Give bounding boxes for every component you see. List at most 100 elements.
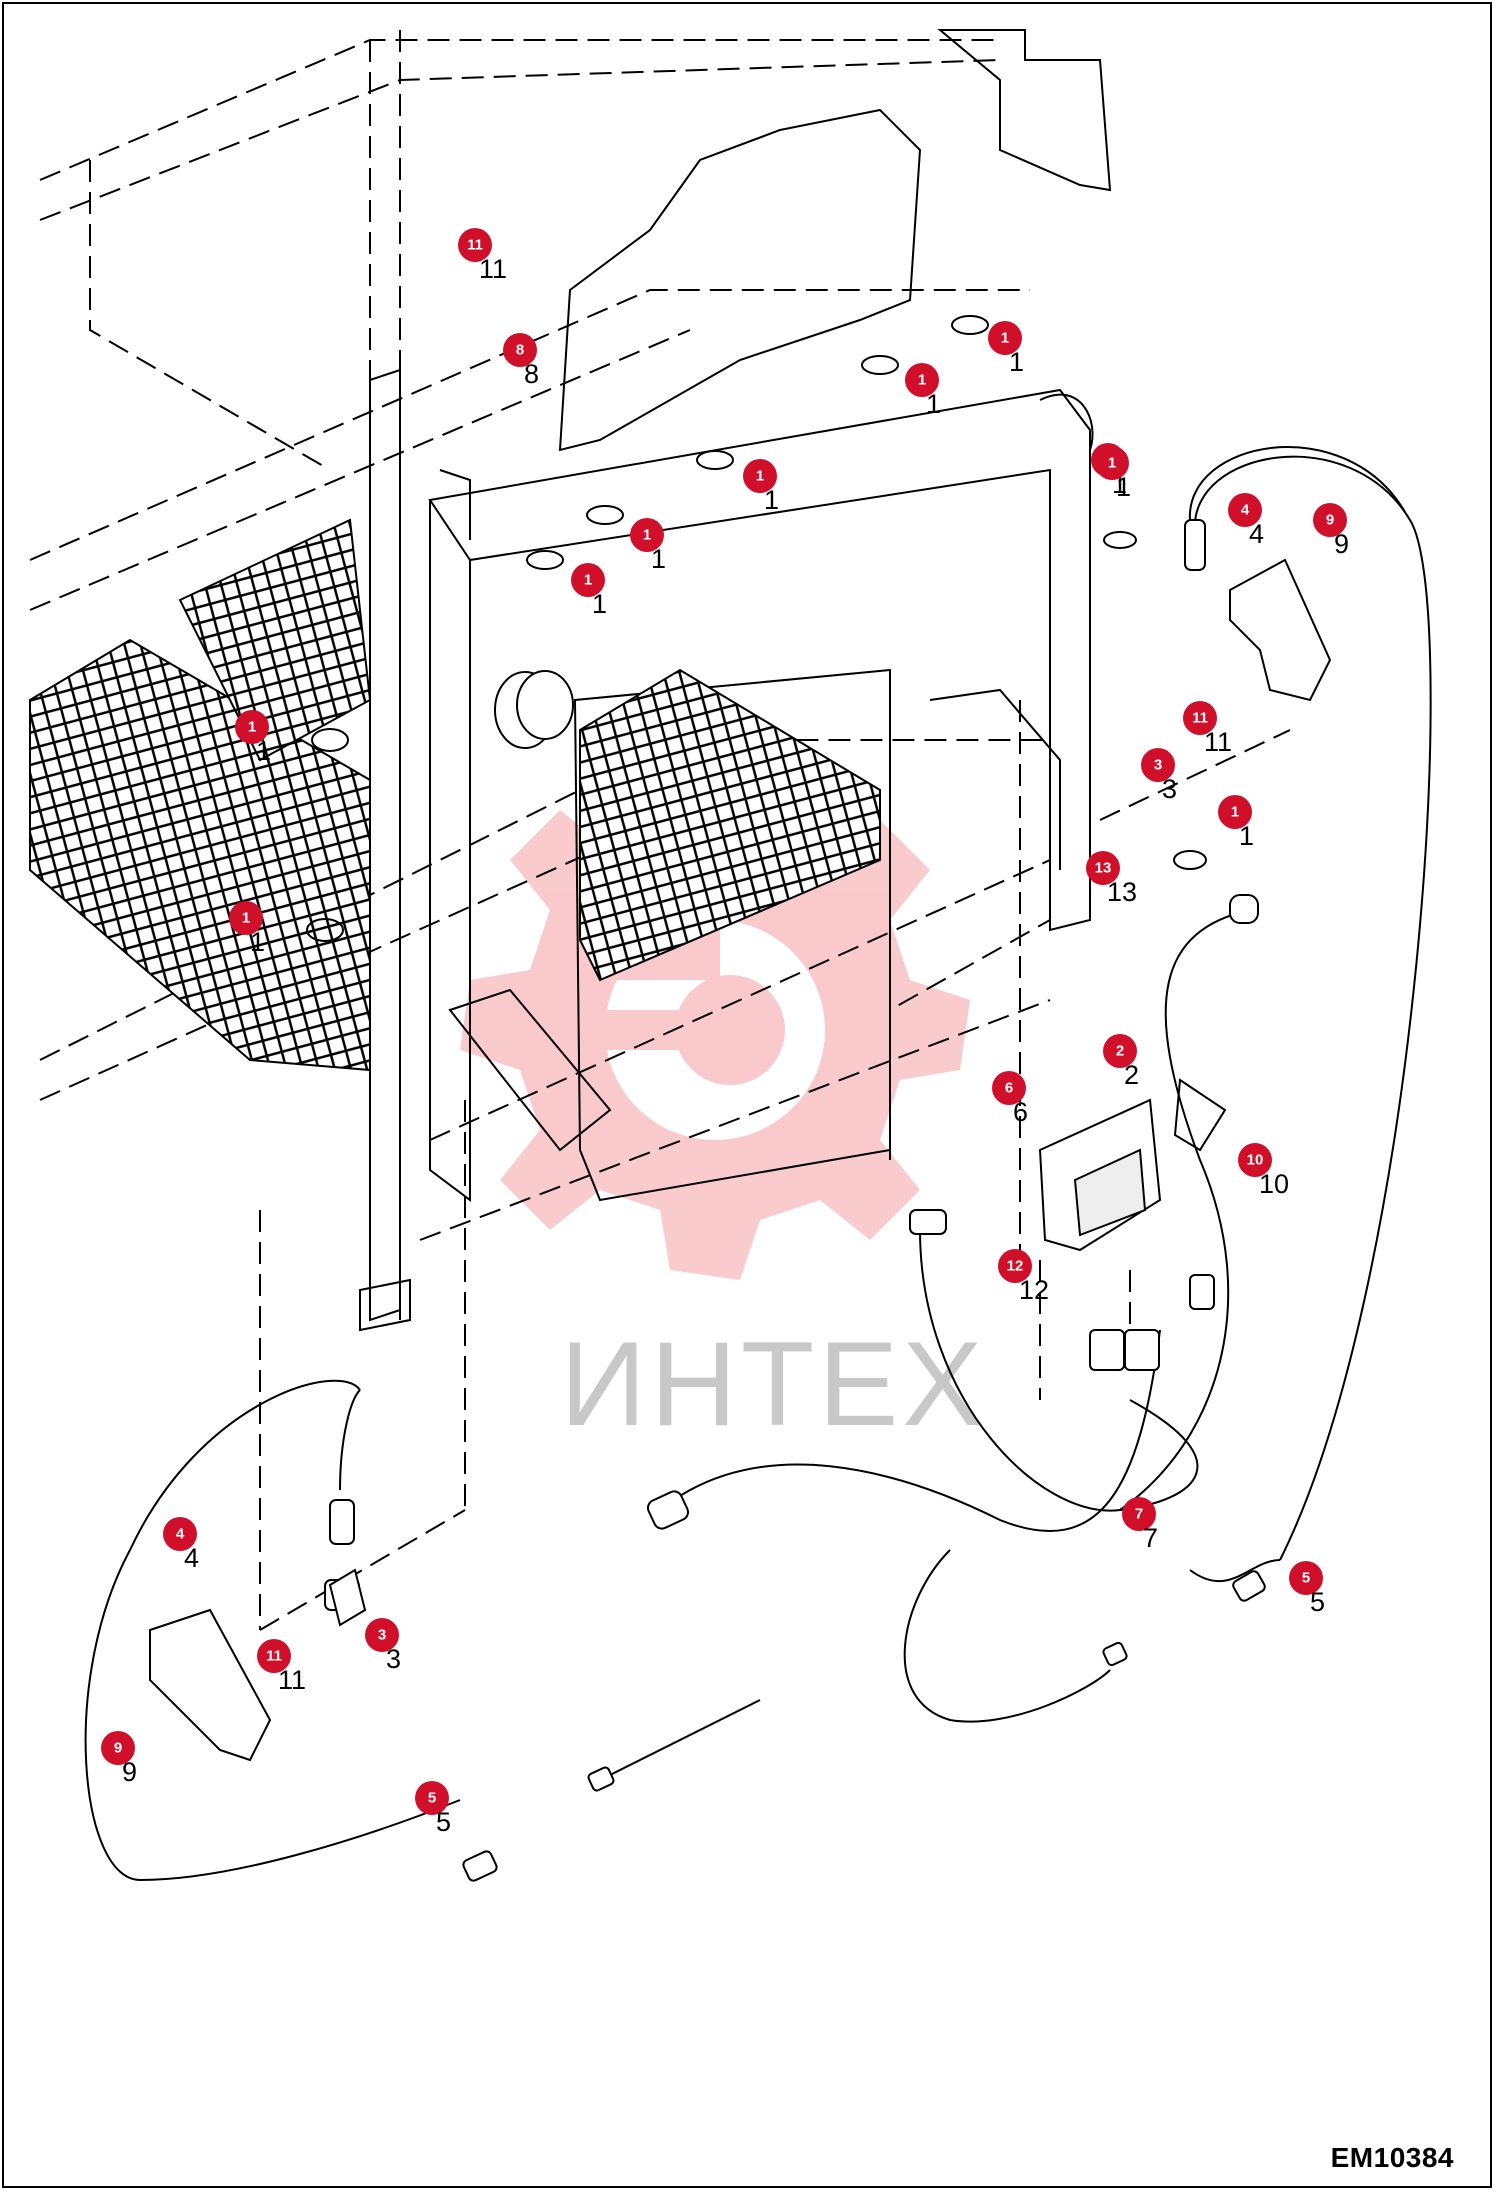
callout-plain-number: 6 bbox=[1013, 1097, 1028, 1127]
callout-plain-number: 1 bbox=[1116, 472, 1131, 502]
callout-plain-number: 5 bbox=[1310, 1587, 1325, 1617]
cover-brackets bbox=[149, 558, 1332, 1762]
callout-plain-number: 10 bbox=[1259, 1169, 1289, 1199]
callout-circle bbox=[905, 363, 939, 397]
callout-1: 11 bbox=[235, 710, 271, 766]
callout-number: 4 bbox=[176, 1526, 185, 1543]
callout-number: 1 bbox=[584, 572, 592, 589]
callout-8: 88 bbox=[503, 333, 539, 389]
callout-circle bbox=[630, 518, 664, 552]
callout-plain-number: 5 bbox=[436, 1807, 451, 1837]
wiring-harness bbox=[84, 446, 1432, 1882]
watermark-label: ИНТЕХ bbox=[560, 1317, 986, 1451]
callout-plain-number: 13 bbox=[1107, 877, 1137, 907]
callout-circle bbox=[257, 1639, 291, 1673]
callout-circle bbox=[1122, 1497, 1156, 1531]
callout-1: 11 bbox=[743, 459, 779, 515]
callout-circle bbox=[365, 1618, 399, 1652]
callout-1: 11 bbox=[905, 363, 941, 419]
callout-4: 44 bbox=[163, 1517, 199, 1573]
callout-number: 13 bbox=[1095, 860, 1112, 877]
callout-circle bbox=[1313, 503, 1347, 537]
callout-plain-number: 2 bbox=[1124, 1060, 1139, 1090]
callout-3: 33 bbox=[1141, 748, 1177, 804]
connectors bbox=[324, 519, 1266, 1882]
callout-number: 1 bbox=[242, 910, 250, 927]
callout-circle bbox=[988, 321, 1022, 355]
mesh-panels bbox=[29, 518, 881, 1072]
callout-1: 11 bbox=[1218, 795, 1254, 851]
callout-plain-number: 11 bbox=[1204, 727, 1232, 757]
callout-plain-number: 1 bbox=[592, 589, 607, 619]
callout-circle bbox=[998, 1249, 1032, 1283]
callout-9: 99 bbox=[1313, 503, 1349, 559]
hose-clamps bbox=[306, 315, 1207, 942]
callout-number: 1 bbox=[643, 527, 651, 544]
callout-circle bbox=[1183, 701, 1217, 735]
callout-circle bbox=[1086, 851, 1120, 885]
callout-1: 11 bbox=[988, 321, 1024, 377]
callout-number: 10 bbox=[1247, 1152, 1264, 1169]
callout-plain-number: 1 bbox=[256, 736, 271, 766]
callout-circle bbox=[1095, 446, 1129, 480]
callout-number: 3 bbox=[1154, 757, 1162, 774]
callout-number: 12 bbox=[1007, 1258, 1024, 1275]
callout-circle bbox=[1103, 1034, 1137, 1068]
callout-plain-number: 1 bbox=[764, 485, 779, 515]
callout-number: 11 bbox=[1192, 710, 1208, 727]
callout-number: 2 bbox=[1116, 1043, 1124, 1060]
callout-5: 55 bbox=[415, 1781, 451, 1837]
callout-plain-number: 9 bbox=[1334, 529, 1349, 559]
callout-number: 6 bbox=[1005, 1080, 1013, 1097]
callout-7: 77 bbox=[1122, 1497, 1158, 1553]
callout-circle bbox=[1289, 1561, 1323, 1595]
callout-number: 1 bbox=[756, 468, 764, 485]
callout-plain-number: 4 bbox=[1249, 519, 1264, 549]
callout-circle bbox=[743, 459, 777, 493]
callout-circle bbox=[1228, 493, 1262, 527]
callout-circle bbox=[415, 1781, 449, 1815]
callout-circle bbox=[101, 1731, 135, 1765]
callout-number: 5 bbox=[1302, 1570, 1310, 1587]
callout-plain-number: 3 bbox=[386, 1644, 401, 1674]
callout-circle bbox=[163, 1517, 197, 1551]
callout-circle bbox=[229, 901, 263, 935]
callout-4: 44 bbox=[1228, 493, 1264, 549]
callout-plain-number: 8 bbox=[524, 359, 539, 389]
callout-number: 4 bbox=[1241, 502, 1250, 519]
callout-circle bbox=[503, 333, 537, 367]
callout-number: 1 bbox=[1231, 804, 1239, 821]
callout-1: 11 bbox=[1095, 446, 1131, 502]
callout-circle bbox=[571, 563, 605, 597]
callout-number: 9 bbox=[1326, 512, 1334, 529]
callout-number: 3 bbox=[378, 1627, 386, 1644]
callout-plain-number: 7 bbox=[1143, 1523, 1158, 1553]
callout-number: 1 bbox=[1108, 455, 1116, 472]
callout-number: 8 bbox=[516, 342, 524, 359]
callout-plain-number: 9 bbox=[122, 1757, 137, 1787]
callout-plain-number: 11 bbox=[479, 254, 507, 284]
callout-number: 9 bbox=[114, 1740, 122, 1757]
callout-plain-number: 4 bbox=[184, 1543, 199, 1573]
drawing-code: EM10384 bbox=[1330, 2142, 1454, 2173]
callout-9: 99 bbox=[101, 1731, 137, 1787]
callout-markers: 1111881111111111111144991111331113131111… bbox=[101, 228, 1349, 1837]
callout-plain-number: 1 bbox=[651, 544, 666, 574]
knob bbox=[494, 670, 574, 749]
callout-circle bbox=[458, 228, 492, 262]
callout-circle bbox=[992, 1071, 1026, 1105]
callout-plain-number: 1 bbox=[250, 927, 265, 957]
callout-circle bbox=[1218, 795, 1252, 829]
callout-6: 66 bbox=[992, 1071, 1028, 1127]
callout-number: 7 bbox=[1135, 1506, 1143, 1523]
callout-circle bbox=[1141, 748, 1175, 782]
callout-5: 55 bbox=[1289, 1561, 1325, 1617]
callout-number: 1 bbox=[1001, 330, 1009, 347]
callout-plain-number: 1 bbox=[1239, 821, 1254, 851]
callout-2: 22 bbox=[1103, 1034, 1139, 1090]
